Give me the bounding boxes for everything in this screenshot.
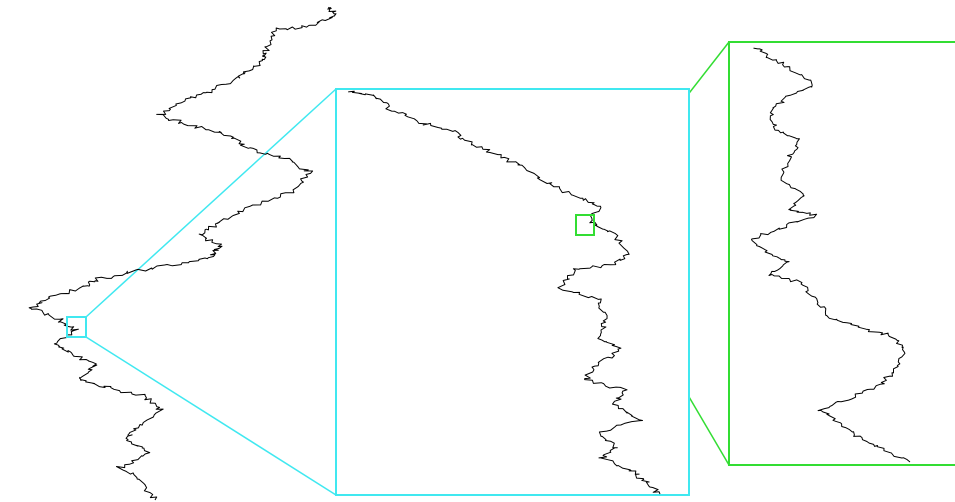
zoom2-random-walk-path: [751, 47, 911, 463]
zoom-panel-2: [728, 41, 955, 466]
zoom-panel-2-random-walk: [751, 47, 911, 463]
zoom-panel-1: [335, 88, 690, 496]
zoom-panel-1-random-walk: [348, 90, 661, 495]
cyan-connector-bottom: [85, 336, 337, 496]
cyan-zoom-box: [66, 316, 87, 338]
cyan-connector-top: [85, 88, 337, 318]
full-view-random-walk: [28, 6, 337, 501]
zoom-panel-1-frame: [335, 88, 690, 496]
zoom1-random-walk-path: [348, 90, 661, 495]
full-random-walk-path: [28, 6, 337, 501]
cyan-connectors: [85, 88, 337, 496]
green-zoom-box: [575, 214, 595, 236]
